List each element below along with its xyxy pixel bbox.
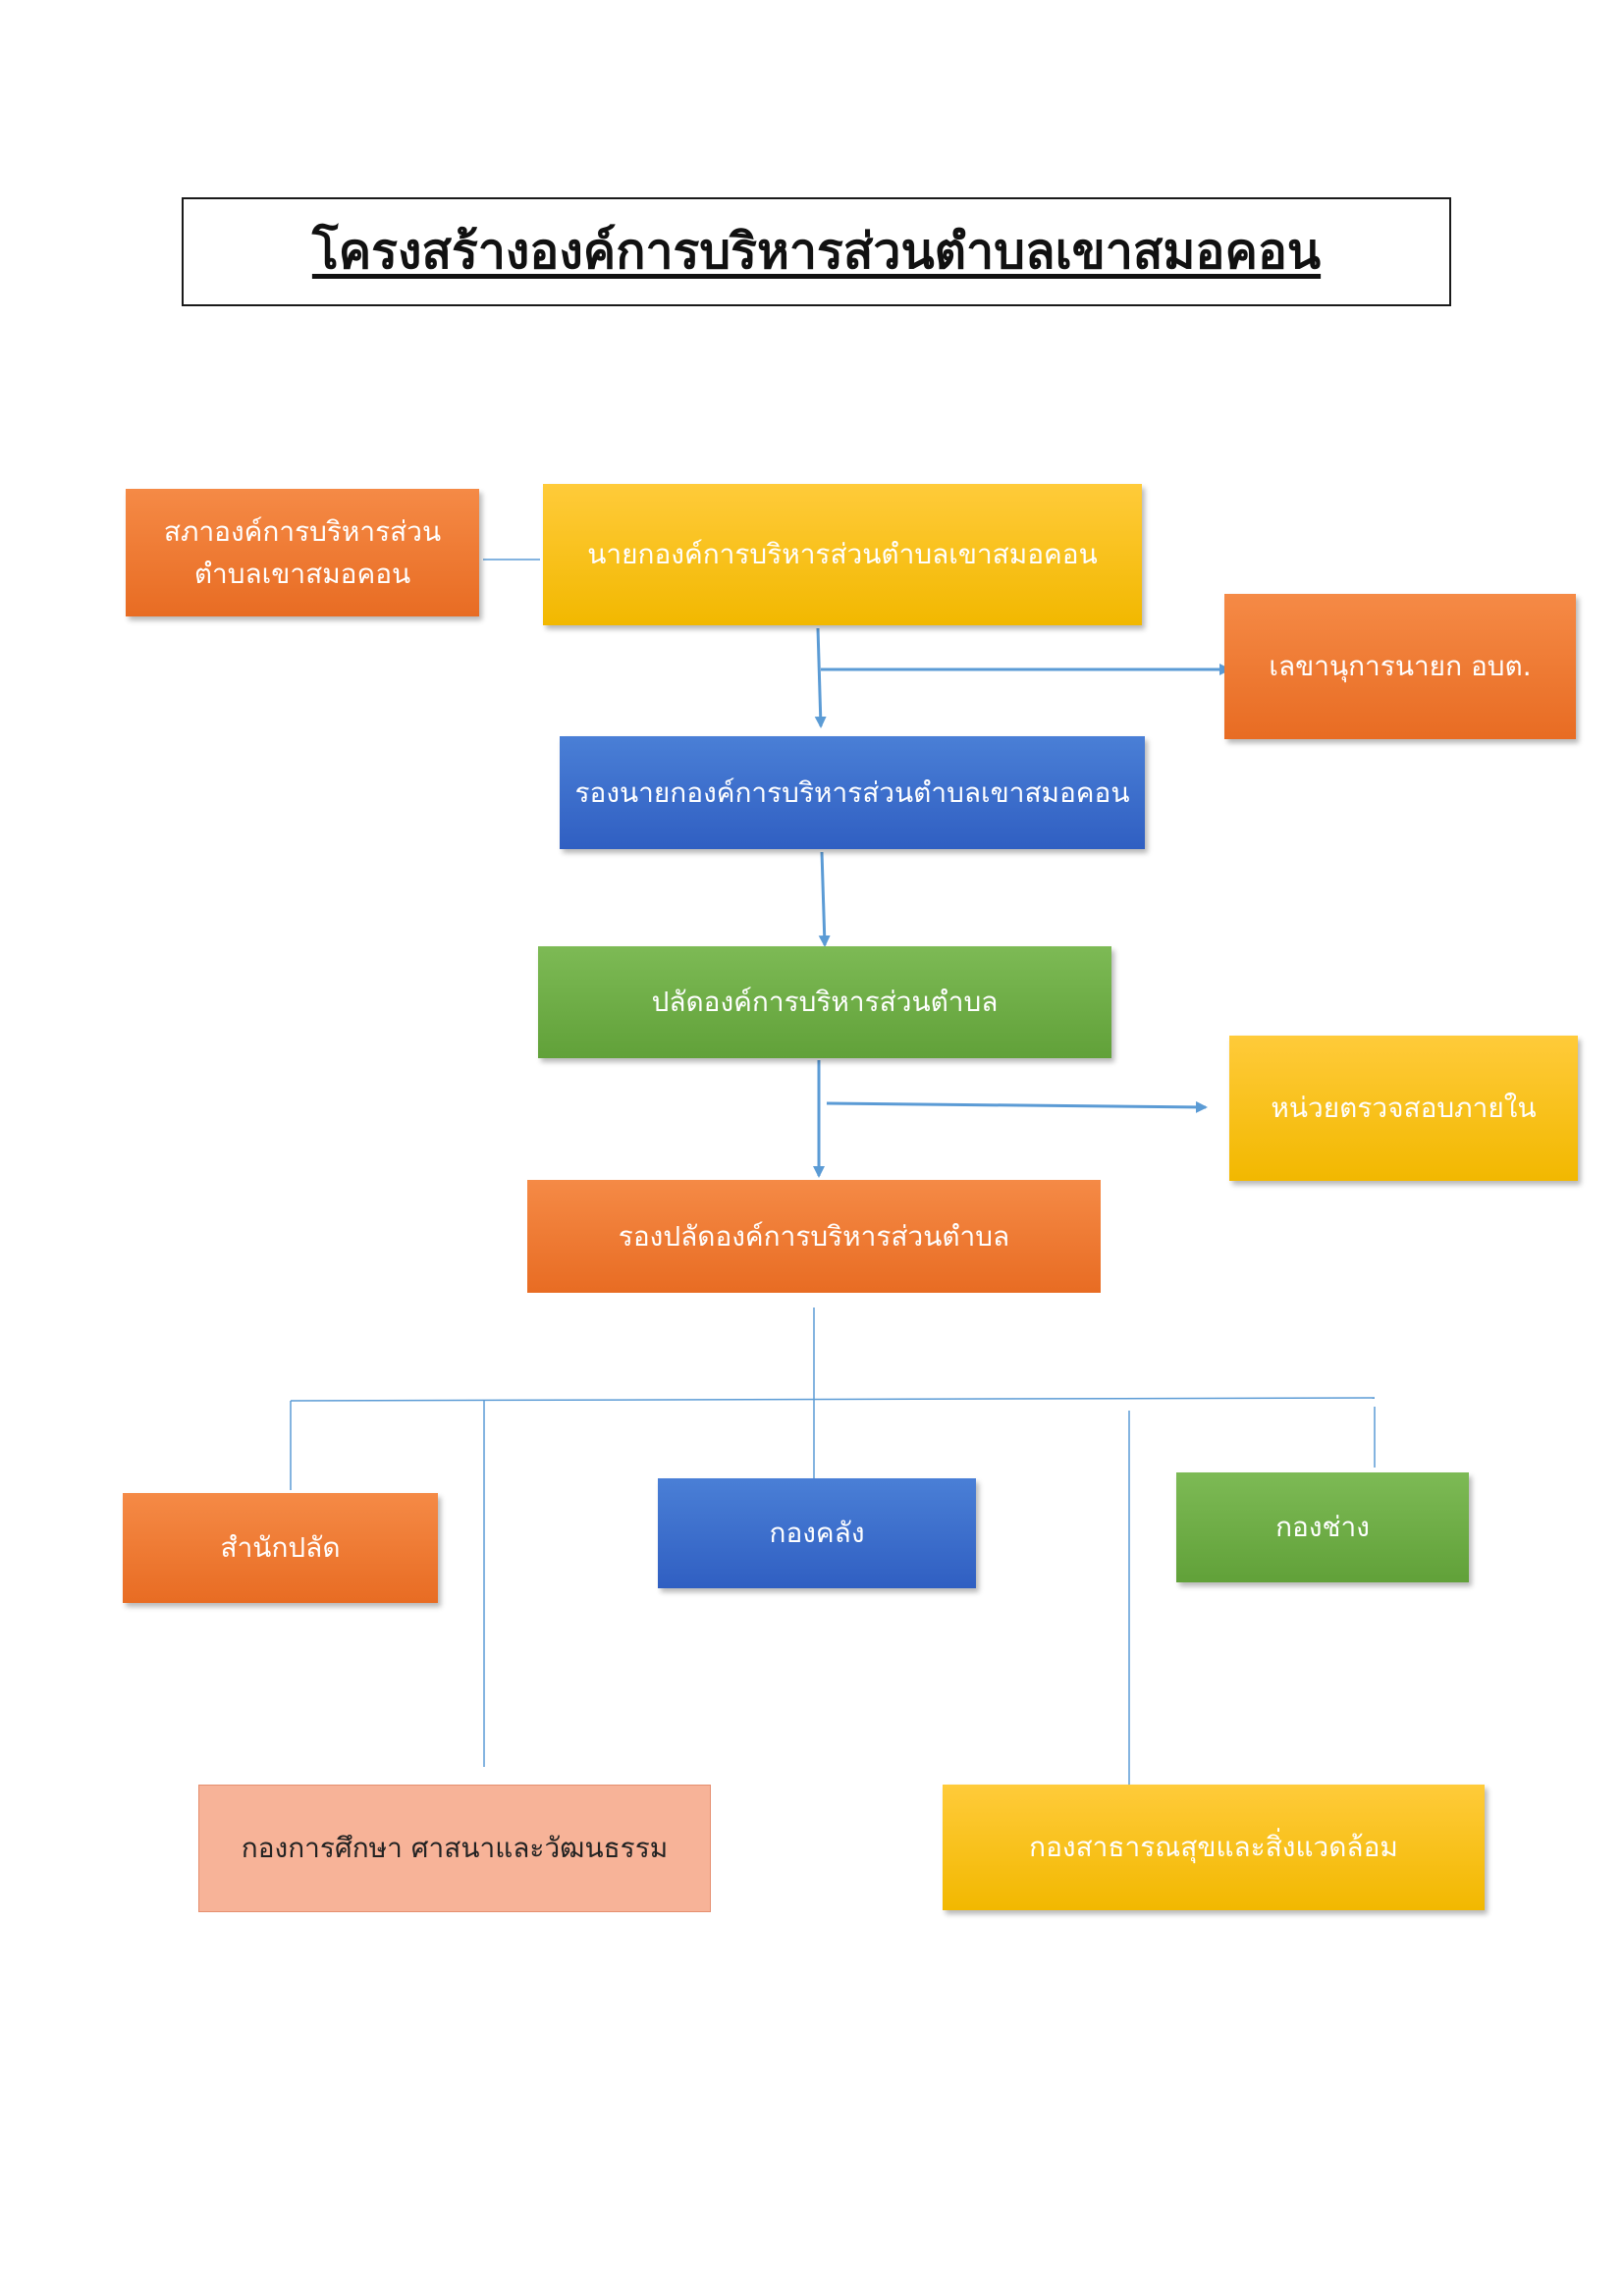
secretary-box: เลขานุการนายก อบต.: [1224, 594, 1576, 739]
chief-to-audit-arrow: [826, 1100, 1208, 1113]
secretary-label: เลขานุการนายก อบต.: [1269, 650, 1532, 683]
page-title: โครงสร้างองค์การบริหารส่วนตำบลเขาสมอคอน: [311, 223, 1322, 280]
division-bus-line: [290, 1397, 1376, 1402]
engineering-box: กองช่าง: [1176, 1472, 1469, 1582]
mayor-to-deputy-arrow: [814, 627, 827, 728]
deputy-chief-admin-label: รองปลัดองค์การบริหารส่วนตำบล: [618, 1219, 1010, 1253]
deputy-to-chief-arrow: [818, 851, 831, 947]
council-box: สภาองค์การบริหารส่วน ตำบลเขาสมอคอน: [126, 489, 479, 616]
council-label-line1: สภาองค์การบริหารส่วน: [163, 514, 442, 548]
internal-audit-box: หน่วยตรวจสอบภายใน: [1229, 1036, 1578, 1181]
public-health-box: กองสาธารณสุขและสิ่งแวดล้อม: [943, 1785, 1485, 1910]
mayor-label: นายกองค์การบริหารส่วนตำบลเขาสมอคอน: [587, 538, 1098, 571]
mayor-box: นายกองค์การบริหารส่วนตำบลเขาสมอคอน: [543, 484, 1142, 625]
education-box: กองการศึกษา ศาสนาและวัฒนธรรม: [198, 1785, 711, 1912]
chief-admin-label: ปลัดองค์การบริหารส่วนตำบล: [651, 986, 999, 1019]
council-label-line2: ตำบลเขาสมอคอน: [193, 558, 411, 590]
office-chief-box: สำนักปลัด: [123, 1493, 438, 1603]
deputy-mayor-box: รองนายกองค์การบริหารส่วนตำบลเขาสมอคอน: [560, 736, 1145, 849]
internal-audit-label: หน่วยตรวจสอบภายใน: [1271, 1092, 1537, 1125]
title-box: โครงสร้างองค์การบริหารส่วนตำบลเขาสมอคอน: [182, 197, 1451, 306]
finance-box: กองคลัง: [658, 1478, 976, 1588]
deputy-chief-admin-box: รองปลัดองค์การบริหารส่วนตำบล: [527, 1180, 1101, 1293]
office-chief-label: สำนักปลัด: [220, 1531, 341, 1565]
deputy-mayor-label: รองนายกองค์การบริหารส่วนตำบลเขาสมอคอน: [574, 775, 1130, 809]
chief-admin-box: ปลัดองค์การบริหารส่วนตำบล: [538, 946, 1111, 1058]
engineering-label: กองช่าง: [1275, 1511, 1370, 1544]
education-label: กองการศึกษา ศาสนาและวัฒนธรรม: [241, 1832, 669, 1865]
finance-label: กองคลัง: [769, 1517, 865, 1550]
public-health-label: กองสาธารณสุขและสิ่งแวดล้อม: [1029, 1831, 1398, 1864]
